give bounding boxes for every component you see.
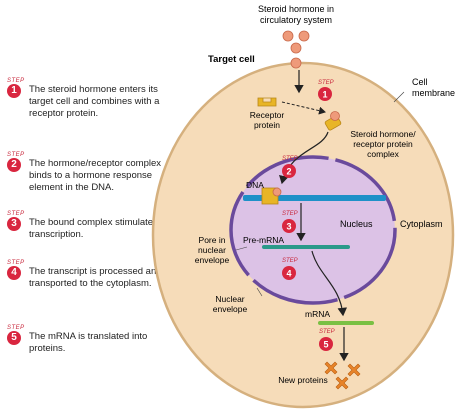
new-protein <box>335 376 349 390</box>
step-text-5: The mRNA is translated into proteins. <box>29 331 148 354</box>
svg-text:STEP: STEP <box>282 211 298 217</box>
receptor-to-complex-arrow <box>281 101 326 115</box>
hormone-label: Steroid hormone in <box>258 4 334 14</box>
diagram-step-5: STEP 5 <box>319 329 335 351</box>
step-text-2: The hormone/receptor complex binds to a … <box>29 158 162 193</box>
cell-membrane-leader <box>393 91 405 103</box>
new-protein <box>324 361 338 375</box>
complex-label: complex <box>367 149 399 159</box>
step-badge-4: STEP 4 <box>7 260 25 280</box>
nuclear-envelope-label: Nuclear <box>215 294 244 304</box>
hormone-label: circulatory system <box>260 15 332 25</box>
diagram-step-4: STEP 4 <box>282 258 298 280</box>
nuclear-envelope-leader <box>256 287 263 297</box>
dna-label: DNA <box>246 180 264 190</box>
svg-text:4: 4 <box>286 269 291 279</box>
hormone-molecule <box>290 57 302 69</box>
cytoplasm-label: Cytoplasm <box>400 219 443 229</box>
bound-hormone <box>272 187 282 197</box>
svg-text:STEP: STEP <box>319 329 335 335</box>
pore-leader <box>235 246 248 251</box>
hormone-molecule <box>282 30 294 42</box>
pore-label: Pore in <box>199 235 226 245</box>
premrna-strand <box>262 245 350 249</box>
diagram-step-1: STEP 1 <box>318 80 334 101</box>
nucleus <box>229 155 397 305</box>
svg-text:STEP: STEP <box>282 258 298 264</box>
target-cell-label: Target cell <box>208 54 255 65</box>
mrna-strand <box>318 321 374 325</box>
cell-membrane-label: Cell <box>412 77 428 87</box>
complex-label: receptor protein <box>353 139 413 149</box>
diagram-step-2: STEP 2 <box>282 156 298 178</box>
dna-strand <box>243 195 386 201</box>
new-proteins-label: New proteins <box>278 375 328 385</box>
receptor-protein-label: Receptor <box>250 110 285 120</box>
svg-text:1: 1 <box>322 90 327 100</box>
svg-text:2: 2 <box>286 167 291 177</box>
premrna-label: Pre-mRNA <box>243 235 284 245</box>
complex-hormone <box>330 111 340 121</box>
mrna-label: mRNA <box>305 309 330 319</box>
step-text-3: The bound complex stimulates transcripti… <box>29 217 158 240</box>
diagram-step-3: STEP 3 <box>282 211 298 233</box>
svg-text:STEP: STEP <box>282 156 298 162</box>
svg-text:3: 3 <box>286 222 291 232</box>
hormone-molecule <box>298 30 310 42</box>
step-badge-2: STEP 2 <box>7 152 25 172</box>
step-text-4: The transcript is processed and transpor… <box>29 266 162 289</box>
complex-label: Steroid hormone/ <box>350 129 416 139</box>
pore-label: nuclear <box>198 245 226 255</box>
step-badge-5: STEP 5 <box>7 325 25 345</box>
step-text-1: The steroid hormone enters its target ce… <box>29 84 160 119</box>
receptor-protein-label: protein <box>254 120 280 130</box>
pore-label: envelope <box>195 255 230 265</box>
svg-text:STEP: STEP <box>318 80 334 86</box>
new-protein <box>347 363 361 377</box>
export-arrow <box>311 250 348 317</box>
svg-text:5: 5 <box>323 340 328 350</box>
step-badge-3: STEP 3 <box>7 211 25 231</box>
receptor-protein <box>257 97 277 107</box>
hormone-molecule <box>290 42 302 54</box>
nucleus-label: Nucleus <box>340 219 373 229</box>
nuclear-envelope-label: envelope <box>213 304 248 314</box>
step-badge-1: STEP 1 <box>7 78 25 98</box>
cell-membrane-label: membrane <box>412 88 455 98</box>
